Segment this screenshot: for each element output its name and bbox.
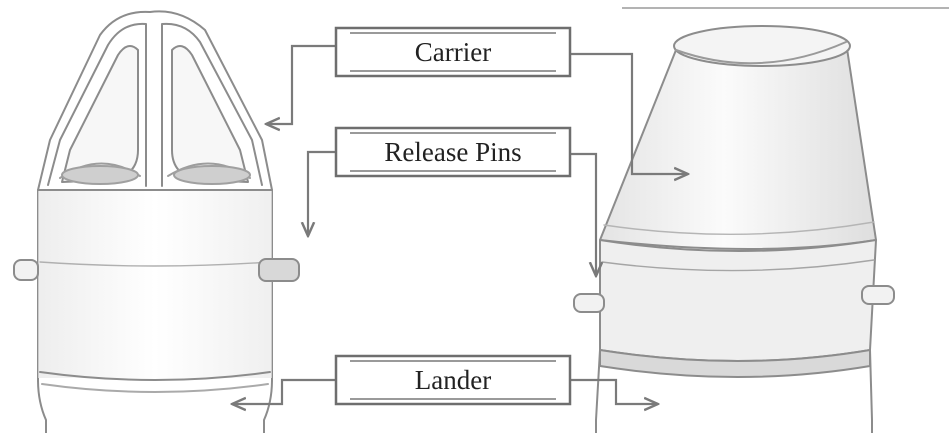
label-carrier-text: Carrier — [415, 37, 491, 67]
label-release-pins-box — [334, 126, 572, 178]
carrier-arrow-right — [570, 52, 688, 174]
right-band — [599, 239, 877, 362]
label-release-pins: Release Pins — [334, 126, 572, 178]
right-lander-sketch — [573, 25, 895, 433]
left-pin-left — [13, 259, 39, 281]
label-lander-text: Lander — [415, 365, 491, 395]
label-carrier-box — [334, 26, 572, 78]
left-body — [37, 189, 273, 433]
connectors — [232, 44, 688, 404]
carrier-arrow-left — [266, 44, 336, 124]
label-release-pins-text: Release Pins — [384, 137, 521, 167]
right-pin-left — [573, 293, 605, 313]
release-pins-arrow-right — [570, 152, 596, 276]
label-lander: Lander — [334, 354, 572, 406]
left-lander-sketch — [13, 10, 300, 433]
right-pin-right — [861, 285, 895, 305]
lander-arrow-left — [232, 378, 336, 404]
label-lander-box — [334, 354, 572, 406]
left-carrier-frame — [37, 10, 273, 191]
release-pins-arrow-left — [308, 150, 336, 236]
label-carrier: Carrier — [334, 26, 572, 78]
left-pin-right — [258, 258, 300, 282]
lander-arrow-right — [570, 378, 658, 404]
